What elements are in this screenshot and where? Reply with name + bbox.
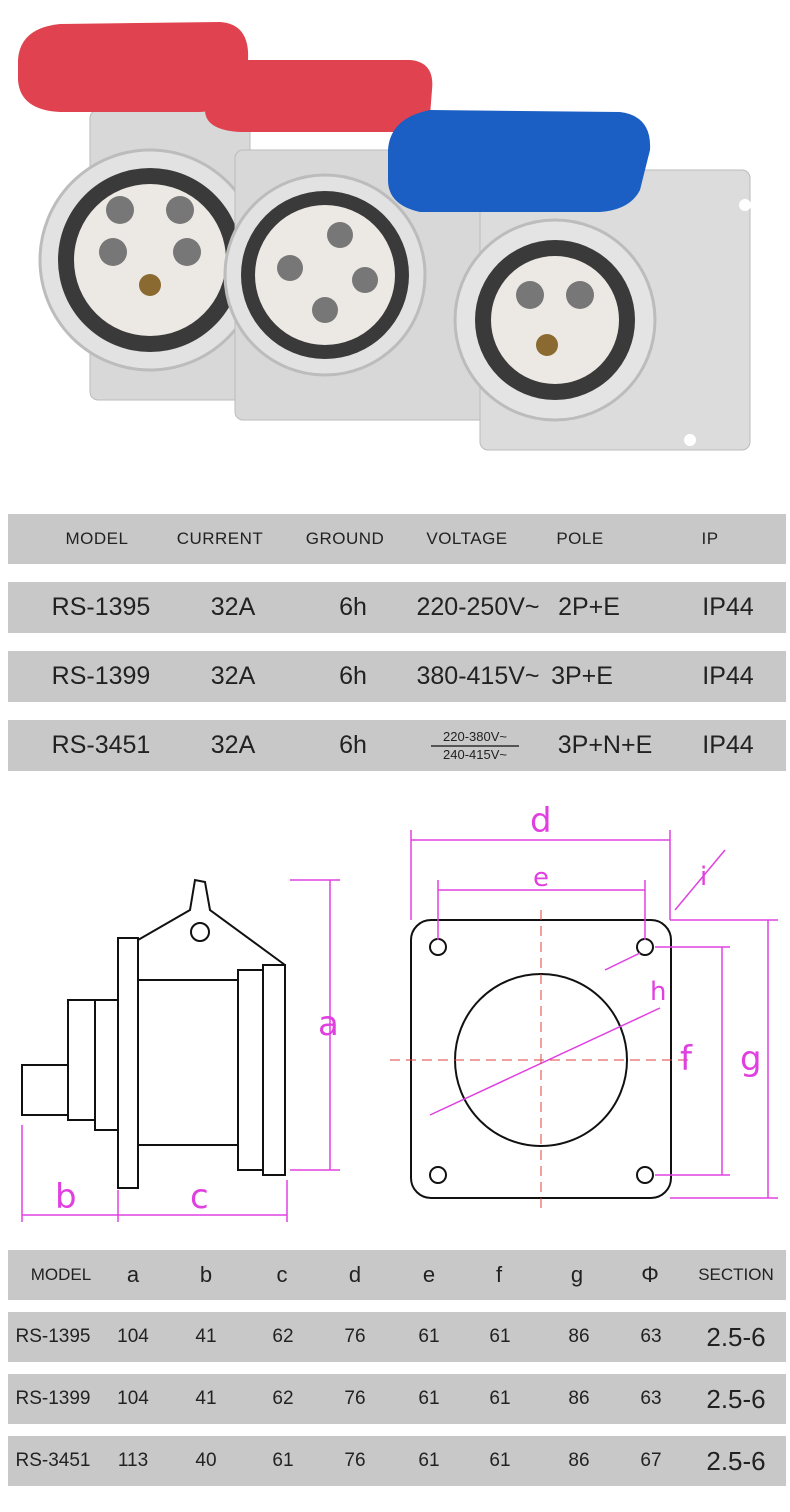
ground: 6h [339, 593, 367, 621]
header-voltage: VOLTAGE [426, 529, 508, 548]
d: 76 [344, 1450, 366, 1471]
f: 61 [489, 1388, 511, 1409]
dim-table-header: MODEL a b c d e f g Φ SECTION [8, 1250, 786, 1300]
voltage-range: 220-380V~ 240-415V~ [431, 720, 519, 771]
label-h: h [650, 977, 666, 1007]
header-d: d [348, 1262, 362, 1287]
pole: 3P+E [551, 662, 613, 690]
e: 61 [418, 1388, 440, 1409]
label-a: a [318, 1004, 339, 1044]
e: 61 [418, 1326, 440, 1347]
d: 76 [344, 1326, 366, 1347]
model: RS-1399 [15, 1388, 91, 1409]
model: RS-1399 [51, 662, 151, 690]
dim-table-row: RS-3451 113 40 61 76 61 61 86 67 2.5-6 [8, 1436, 786, 1486]
c: 61 [272, 1450, 294, 1471]
spec-table-row: RS-1399 32A 6h 380-415V~ 3P+E IP44 [8, 651, 786, 702]
pole: 3P+N+E [557, 731, 653, 759]
b: 40 [195, 1450, 217, 1471]
f: 61 [489, 1450, 511, 1471]
current: 32A [210, 662, 256, 690]
phi: 67 [640, 1450, 662, 1471]
header-e: e [422, 1262, 436, 1287]
header-a: a [126, 1262, 140, 1287]
socket-blue [388, 110, 751, 451]
a: 113 [117, 1450, 149, 1471]
header-c: c [276, 1262, 288, 1287]
e: 61 [418, 1450, 440, 1471]
header-ground: GROUND [305, 529, 385, 548]
model: RS-1395 [51, 593, 151, 621]
header-f: f [495, 1262, 503, 1287]
section: 2.5-6 [706, 1445, 766, 1476]
current: 32A [210, 731, 256, 759]
label-d: d [530, 801, 552, 841]
fraction-line [431, 744, 519, 747]
b: 41 [195, 1326, 217, 1347]
label-c: c [190, 1177, 209, 1217]
voltage: 380-415V~ [416, 662, 540, 690]
center-lines [390, 910, 690, 1210]
phi: 63 [640, 1388, 662, 1409]
dimension-drawing: a b c d e f g h i [21, 801, 778, 1222]
model: RS-1395 [15, 1326, 91, 1347]
label-b: b [55, 1177, 77, 1217]
f: 61 [489, 1326, 511, 1347]
spec-table-row: RS-3451 32A 6h 220-380V~ 240-415V~ 3P+N+… [8, 720, 786, 771]
dimension-lines [21, 830, 778, 1222]
model: RS-3451 [15, 1450, 91, 1471]
section: 2.5-6 [706, 1383, 766, 1414]
side-view [21, 878, 286, 1189]
pole: 2P+E [558, 593, 620, 621]
header-pole: POLE [556, 529, 604, 548]
ground: 6h [339, 662, 367, 690]
c: 62 [272, 1326, 294, 1347]
label-i: i [700, 862, 707, 892]
socket-red-2 [205, 60, 496, 421]
phi: 63 [640, 1326, 662, 1347]
model: RS-3451 [51, 731, 151, 759]
header-model: MODEL [65, 529, 129, 548]
g: 86 [568, 1326, 590, 1347]
d: 76 [344, 1388, 366, 1409]
header-model: MODEL [30, 1265, 92, 1284]
header-current: CURRENT [176, 529, 264, 548]
g: 86 [568, 1450, 590, 1471]
label-e: e [533, 863, 549, 893]
header-ip: IP [701, 529, 719, 548]
ip: IP44 [702, 662, 754, 690]
a: 104 [117, 1388, 149, 1409]
voltage-bottom: 240-415V~ [443, 746, 507, 762]
spec-table-header: MODEL CURRENT GROUND VOLTAGE POLE IP [8, 514, 786, 564]
label-f: f [680, 1039, 693, 1079]
label-g: g [740, 1039, 762, 1079]
ip: IP44 [702, 731, 754, 759]
header-b: b [199, 1262, 213, 1287]
header-section: SECTION [698, 1265, 774, 1284]
voltage: 220-250V~ [416, 593, 540, 621]
voltage-top: 220-380V~ [443, 728, 507, 744]
ground: 6h [339, 731, 367, 759]
header-phi: Φ [641, 1262, 659, 1287]
header-g: g [570, 1262, 584, 1287]
dim-table-row: RS-1399 104 41 62 76 61 61 86 63 2.5-6 [8, 1374, 786, 1424]
socket-red-1 [18, 22, 262, 401]
c: 62 [272, 1388, 294, 1409]
product-photo [18, 22, 751, 451]
dim-table-row: RS-1395 104 41 62 76 61 61 86 63 2.5-6 [8, 1312, 786, 1362]
g: 86 [568, 1388, 590, 1409]
ip: IP44 [702, 593, 754, 621]
b: 41 [195, 1388, 217, 1409]
spec-table-row: RS-1395 32A 6h 220-250V~ 2P+E IP44 [8, 582, 786, 633]
current: 32A [210, 593, 256, 621]
a: 104 [117, 1326, 149, 1347]
section: 2.5-6 [706, 1321, 766, 1352]
